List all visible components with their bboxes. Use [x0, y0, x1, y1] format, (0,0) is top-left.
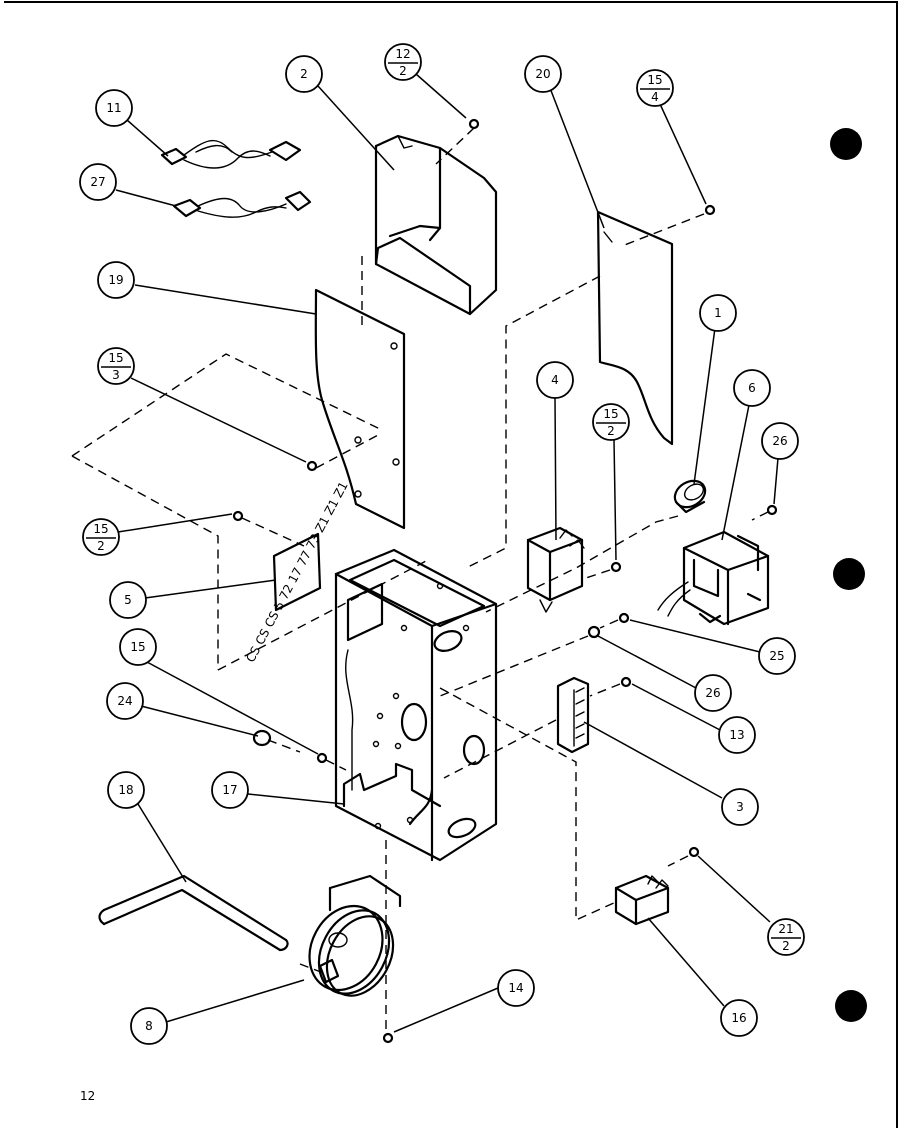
- binder-hole-bottom: [835, 990, 867, 1022]
- callout-8: 8: [130, 1007, 168, 1045]
- svg-text:5: 5: [124, 593, 132, 607]
- leader-lines: [115, 73, 779, 1033]
- svg-text:15: 15: [603, 407, 618, 421]
- part-1-bushing: [673, 479, 707, 514]
- callout-15-over-2-relay: 15 2: [592, 403, 630, 441]
- part-2-bracket: [374, 134, 498, 316]
- assembly-lines: [71, 127, 769, 1032]
- screw-15-2a: [232, 510, 244, 522]
- part-5-circuit-board: CS CS CS 5 72 17 77 73 Z1 Z1 Z1: [243, 479, 350, 664]
- sheet-border: [4, 1, 898, 1128]
- svg-text:2: 2: [607, 424, 615, 438]
- callout-16: 16: [720, 999, 758, 1037]
- screw-13: [620, 676, 632, 688]
- callout-3: 3: [721, 788, 759, 826]
- washer-26b: [587, 625, 601, 639]
- callout-26-bottom: 26: [694, 674, 732, 712]
- svg-text:19: 19: [108, 273, 123, 287]
- svg-text:2: 2: [300, 67, 308, 81]
- part-27-wire-harness: [172, 190, 312, 218]
- callout-15: 15: [119, 628, 157, 666]
- callout-5: 5: [109, 581, 147, 619]
- svg-text:13: 13: [729, 728, 744, 742]
- svg-text:12: 12: [395, 47, 410, 61]
- svg-text:26: 26: [772, 434, 787, 448]
- screw-15-4: [704, 204, 716, 216]
- callout-26-top: 26: [761, 422, 799, 460]
- screw-15-2b: [610, 561, 622, 573]
- callout-27: 27: [79, 163, 117, 201]
- svg-text:3: 3: [112, 368, 120, 382]
- svg-text:14: 14: [508, 981, 523, 995]
- part-17-control-box: [334, 548, 498, 862]
- svg-text:20: 20: [535, 67, 550, 81]
- part-8-pressure-switch: [308, 874, 402, 997]
- callout-19: 19: [97, 261, 135, 299]
- screw-15: [316, 752, 328, 764]
- screws: [232, 118, 778, 1044]
- callout-14: 14: [497, 969, 535, 1007]
- svg-text:4: 4: [551, 373, 559, 387]
- callout-15-over-4: 15 4: [636, 69, 674, 107]
- svg-text:15: 15: [108, 351, 123, 365]
- part-4-relay: [526, 526, 585, 613]
- screw-26a: [766, 504, 778, 516]
- callout-4: 4: [536, 361, 574, 399]
- svg-text:24: 24: [117, 694, 132, 708]
- screw-15-3: [306, 460, 318, 472]
- part-24-plug: [252, 729, 272, 747]
- svg-text:15: 15: [130, 640, 145, 654]
- svg-text:27: 27: [90, 175, 105, 189]
- svg-text:2: 2: [97, 539, 105, 553]
- callout-15-over-3: 15 3: [97, 347, 135, 385]
- callout-1: 1: [699, 294, 737, 332]
- callout-12-over-2: 12 2: [384, 43, 422, 81]
- svg-text:21: 21: [778, 922, 793, 936]
- page-number: 12: [80, 1089, 95, 1103]
- callout-18: 18: [107, 771, 145, 809]
- callout-13: 13: [718, 716, 756, 754]
- svg-text:18: 18: [118, 783, 133, 797]
- svg-text:15: 15: [93, 522, 108, 536]
- svg-text:26: 26: [705, 686, 720, 700]
- svg-text:1: 1: [714, 306, 722, 320]
- svg-text:16: 16: [731, 1011, 746, 1025]
- part-19-plate: [314, 288, 406, 530]
- svg-text:17: 17: [222, 783, 237, 797]
- part-3-terminal-strip: [556, 676, 590, 754]
- svg-text:2: 2: [782, 939, 790, 953]
- svg-text:11: 11: [106, 101, 121, 115]
- part-6-transformer: [657, 530, 770, 626]
- callout-2: 2: [285, 55, 323, 93]
- screw-21: [688, 846, 700, 858]
- board-marking: CS CS CS 5 72 17 77 73 Z1 Z1 Z1: [243, 479, 350, 664]
- part-11-wire-harness: [160, 139, 302, 169]
- callout-20: 20: [524, 55, 562, 93]
- screw-25: [618, 612, 630, 624]
- callout-25: 25: [758, 637, 796, 675]
- svg-text:25: 25: [769, 649, 784, 663]
- part-16-switch: [614, 874, 670, 926]
- callout-17: 17: [211, 771, 249, 809]
- binder-hole-top: [830, 128, 862, 160]
- screw-14: [382, 1032, 394, 1044]
- svg-text:8: 8: [145, 1019, 153, 1033]
- callout-21-over-2: 21 2: [767, 918, 805, 956]
- part-20-cover-panel: [596, 210, 674, 446]
- svg-text:4: 4: [651, 90, 659, 104]
- svg-text:6: 6: [748, 381, 756, 395]
- screw-12: [468, 118, 480, 130]
- svg-text:2: 2: [399, 64, 407, 78]
- callout-11: 11: [95, 89, 133, 127]
- svg-text:15: 15: [647, 73, 662, 87]
- callout-24: 24: [106, 682, 144, 720]
- binder-hole-middle: [833, 558, 865, 590]
- callout-6: 6: [733, 369, 771, 407]
- svg-text:3: 3: [736, 800, 744, 814]
- part-18-tube: [98, 874, 289, 952]
- callout-15-over-2-board: 15 2: [82, 518, 120, 556]
